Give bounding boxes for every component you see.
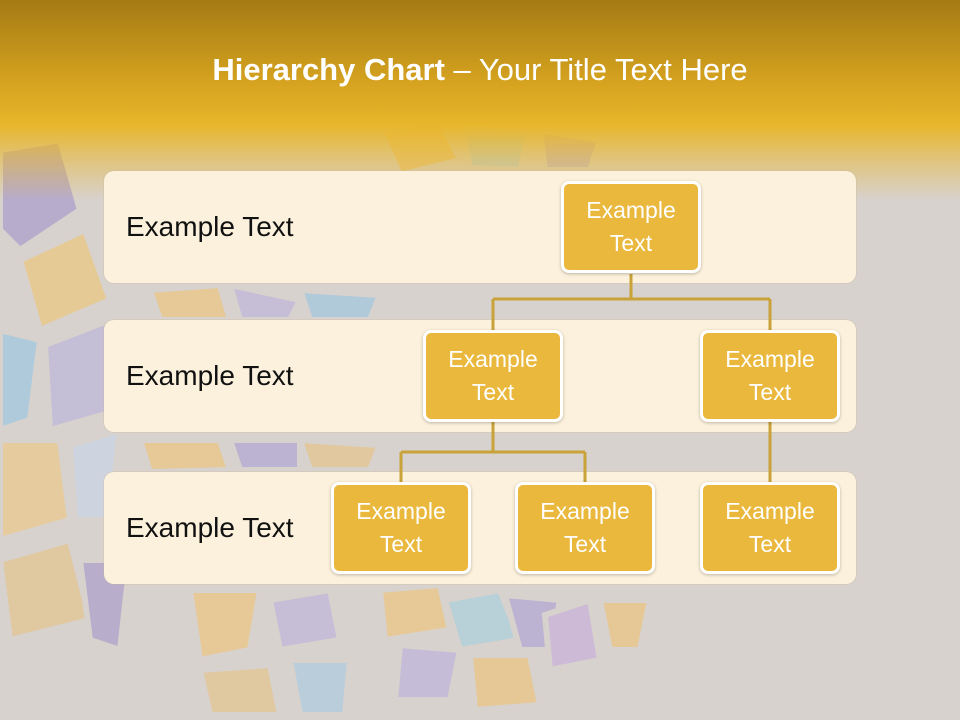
node-level2-right[interactable]: Example Text [700, 330, 840, 422]
slide-title: Hierarchy Chart – Your Title Text Here [0, 52, 960, 88]
title-bold: Hierarchy Chart [212, 52, 445, 87]
title-band [0, 0, 960, 200]
node-level3-3[interactable]: Example Text [700, 482, 840, 574]
connector-root-to-level2 [491, 274, 772, 330]
title-rest: – Your Title Text Here [444, 52, 748, 87]
node-level3-1[interactable]: Example Text [331, 482, 471, 574]
level-label-3: Example Text [126, 512, 294, 543]
level-band-1: Example Text [104, 171, 856, 283]
node-level2-left[interactable]: Example Text [423, 330, 563, 422]
level-label-1: Example Text [126, 211, 294, 242]
node-level3-2[interactable]: Example Text [515, 482, 655, 574]
connector-left-to-level3 [399, 422, 587, 482]
level-label-2: Example Text [126, 360, 294, 391]
node-root[interactable]: Example Text [561, 181, 701, 273]
